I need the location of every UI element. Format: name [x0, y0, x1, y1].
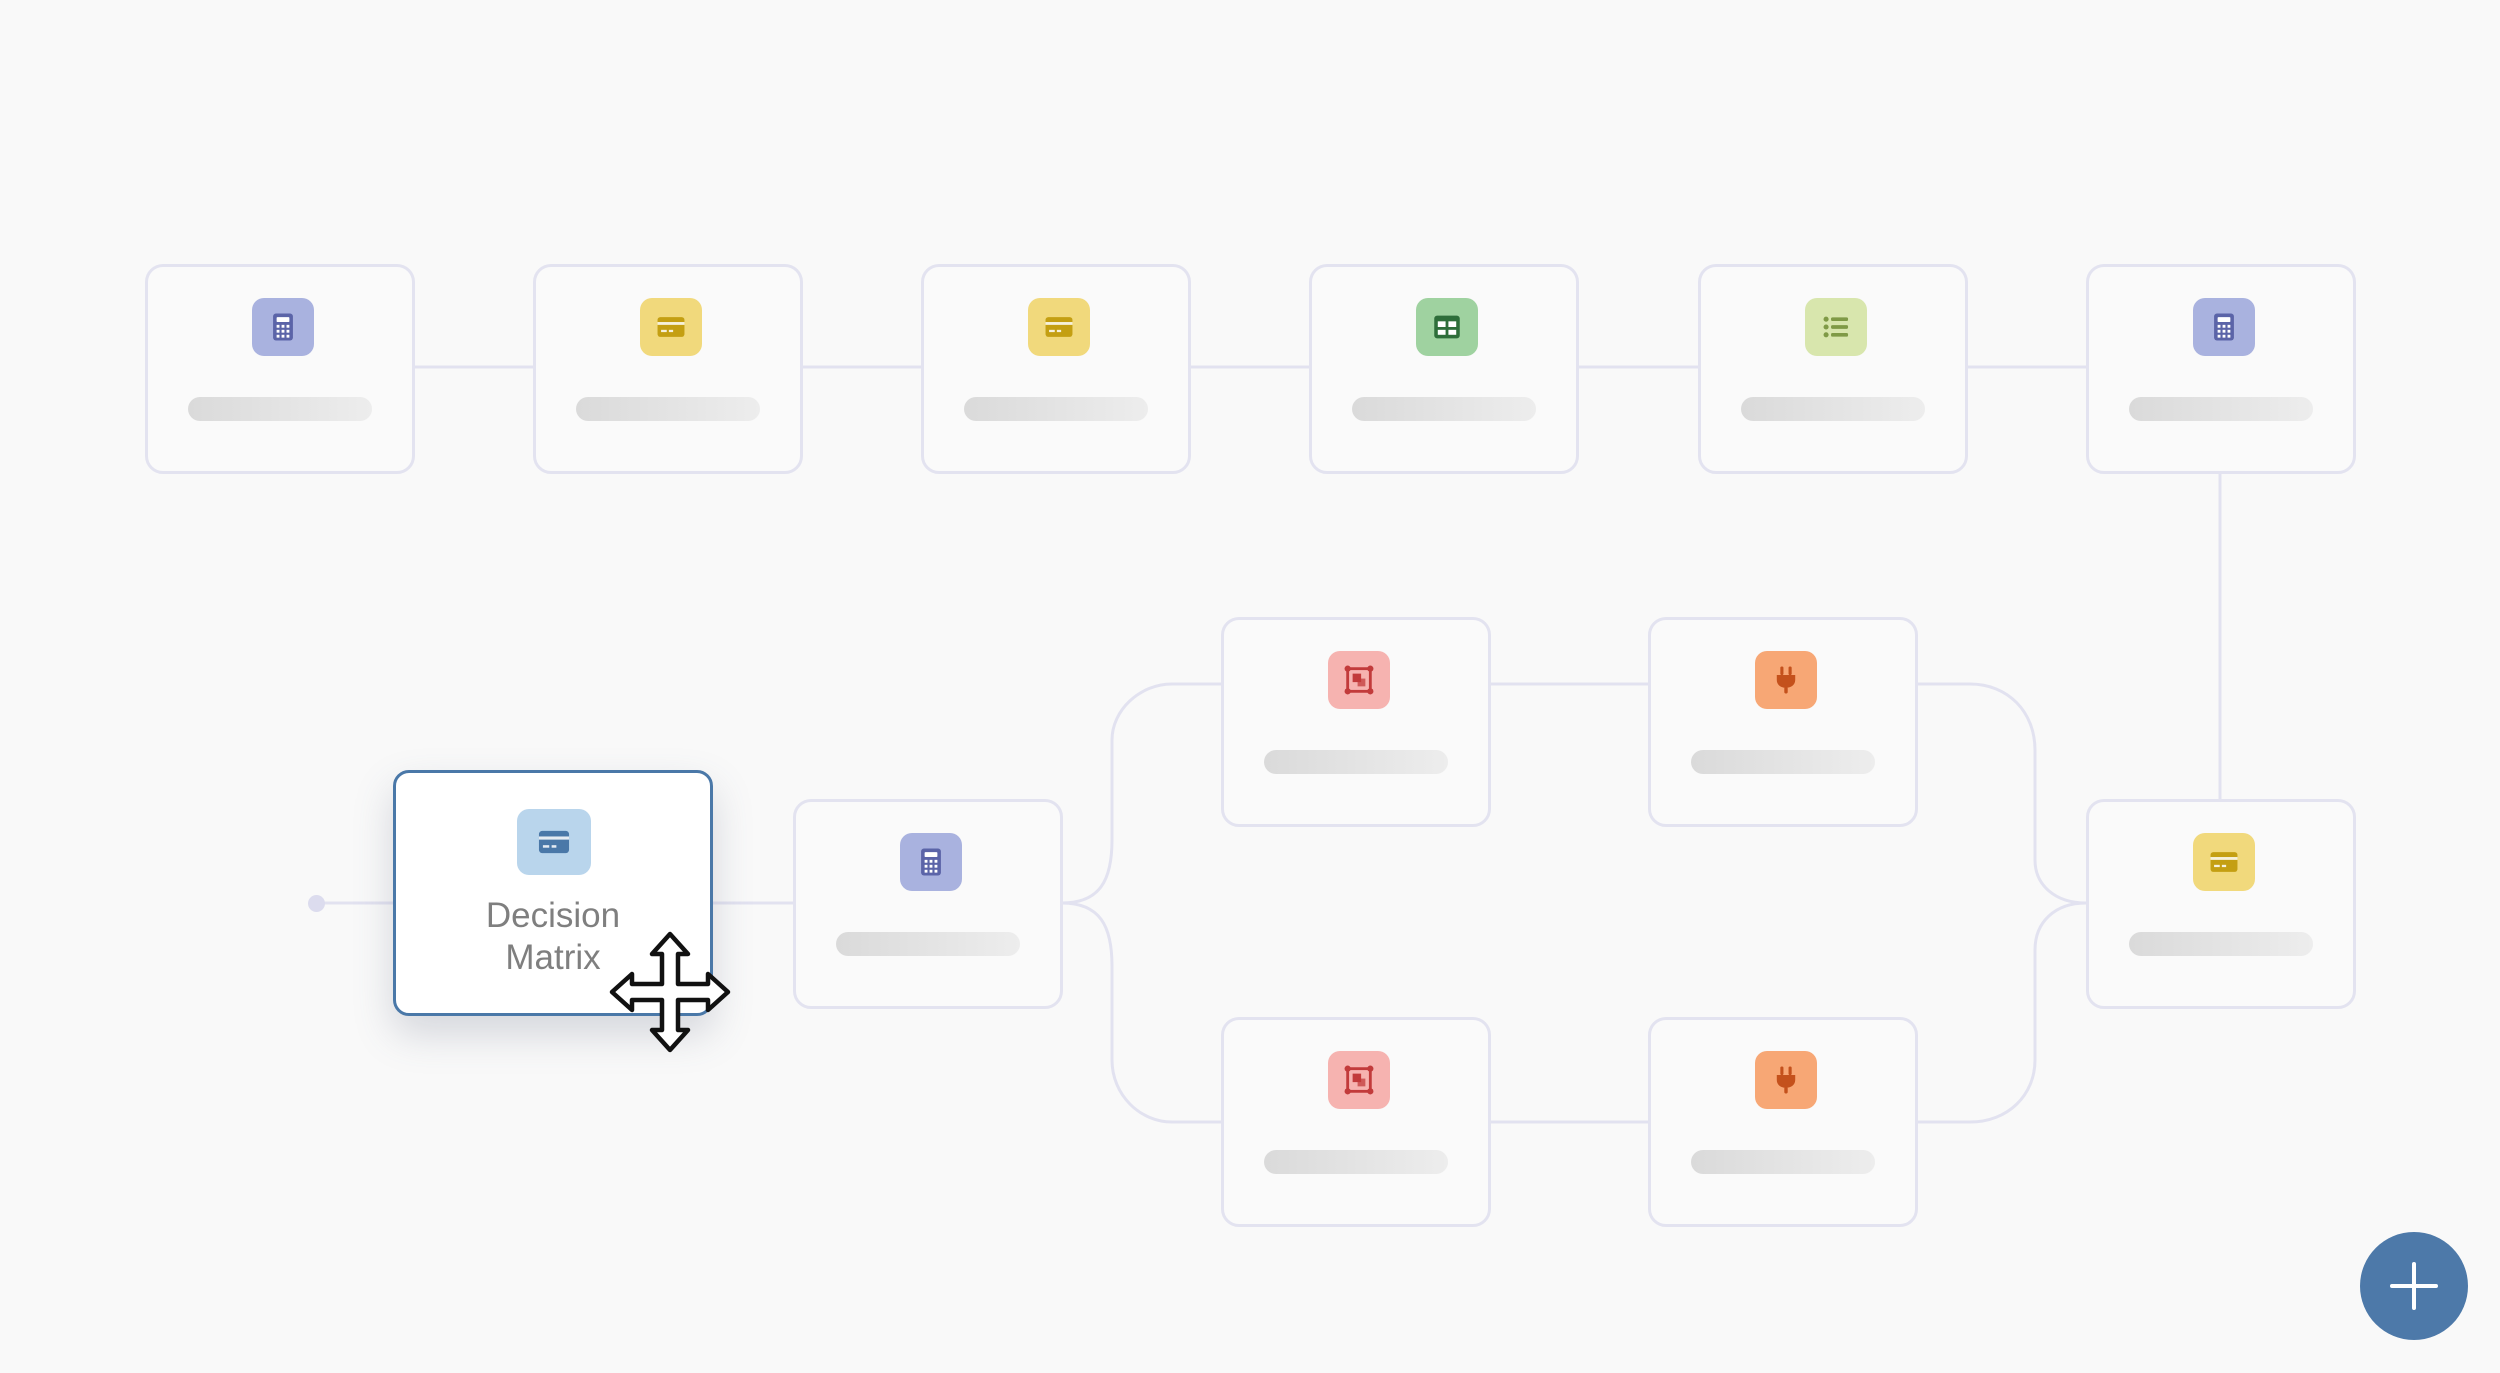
- connector: [1917, 901, 2087, 1124]
- node-label-placeholder: [964, 397, 1148, 421]
- list-icon: [1805, 298, 1867, 356]
- selected-node-decision-matrix[interactable]: Decision Matrix: [393, 770, 713, 1016]
- image-frame-icon: [1328, 1051, 1390, 1109]
- connector: [1061, 901, 1221, 1124]
- image-frame-icon: [1328, 651, 1390, 709]
- node-label-placeholder: [1352, 397, 1536, 421]
- plug-icon: [1755, 1051, 1817, 1109]
- workflow-node[interactable]: [1648, 617, 1918, 827]
- node-label-placeholder: [836, 932, 1020, 956]
- node-label-placeholder: [1741, 397, 1925, 421]
- workflow-node[interactable]: [1698, 264, 1968, 474]
- workflow-node[interactable]: [2086, 799, 2356, 1009]
- node-label-placeholder: [1691, 750, 1875, 774]
- node-label-placeholder: [1264, 1150, 1448, 1174]
- card-icon: [1028, 298, 1090, 356]
- connector: [1061, 682, 1221, 905]
- node-label-placeholder: [1264, 750, 1448, 774]
- calculator-icon: [900, 833, 962, 891]
- workflow-node[interactable]: [1648, 1017, 1918, 1227]
- workflow-node[interactable]: [1221, 617, 1491, 827]
- card-icon: [2193, 833, 2255, 891]
- card-icon: [517, 809, 591, 875]
- plus-icon: [2390, 1262, 2438, 1310]
- calculator-icon: [2193, 298, 2255, 356]
- move-cursor-icon: [609, 931, 731, 1053]
- workflow-node[interactable]: [2086, 264, 2356, 474]
- node-label-placeholder: [2129, 397, 2313, 421]
- table-icon: [1416, 298, 1478, 356]
- card-icon: [640, 298, 702, 356]
- start-port[interactable]: [308, 895, 325, 912]
- add-node-button[interactable]: [2360, 1232, 2468, 1340]
- node-label-placeholder: [576, 397, 760, 421]
- workflow-node[interactable]: [145, 264, 415, 474]
- connector: [1917, 682, 2087, 905]
- workflow-node[interactable]: [921, 264, 1191, 474]
- node-label-placeholder: [188, 397, 372, 421]
- node-label-placeholder: [2129, 932, 2313, 956]
- calculator-icon: [252, 298, 314, 356]
- workflow-node[interactable]: [793, 799, 1063, 1009]
- plug-icon: [1755, 651, 1817, 709]
- node-label: Decision Matrix: [485, 896, 621, 977]
- node-label-placeholder: [1691, 1150, 1875, 1174]
- workflow-node[interactable]: [1221, 1017, 1491, 1227]
- workflow-node[interactable]: [1309, 264, 1579, 474]
- workflow-node[interactable]: [533, 264, 803, 474]
